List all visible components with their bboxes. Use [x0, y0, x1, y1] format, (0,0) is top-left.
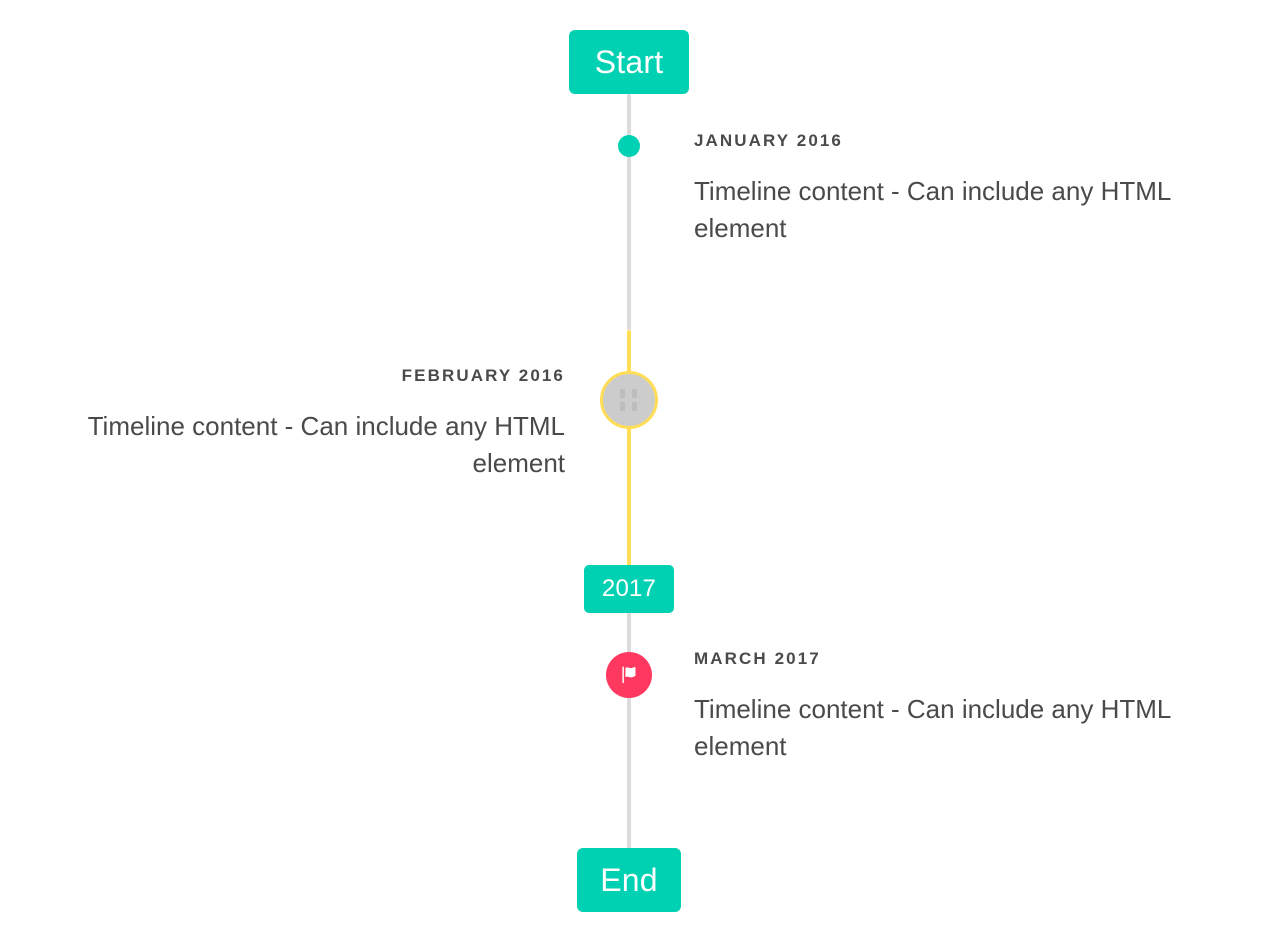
timeline-footer-end-badge[interactable]: End — [577, 848, 681, 912]
broken-image-icon[interactable] — [600, 371, 658, 429]
timeline-item-content: January 2016 Timeline content - Can incl… — [694, 131, 1224, 247]
timeline-item-date: January 2016 — [694, 131, 843, 150]
timeline-item-body: Timeline content - Can include any HTML … — [694, 694, 1171, 761]
broken-image-glyph — [619, 389, 639, 411]
timeline-item-content: February 2016 Timeline content - Can inc… — [40, 366, 565, 482]
dot-marker-icon[interactable] — [618, 135, 640, 157]
timeline-item-body: Timeline content - Can include any HTML … — [694, 176, 1171, 243]
flag-icon[interactable] — [606, 652, 652, 698]
timeline-item-date: February 2016 — [401, 366, 565, 385]
timeline-rail-segment-highlighted — [627, 330, 631, 566]
timeline-item-body: Timeline content - Can include any HTML … — [87, 411, 565, 478]
timeline-rail-segment-top — [627, 94, 631, 330]
timeline-header-start-badge[interactable]: Start — [569, 30, 689, 94]
timeline-item-content: March 2017 Timeline content - Can includ… — [694, 649, 1224, 765]
timeline-divider-year-badge[interactable]: 2017 — [584, 565, 674, 613]
timeline-rail-segment-bottom — [627, 612, 631, 850]
timeline-item-date: March 2017 — [694, 649, 821, 668]
